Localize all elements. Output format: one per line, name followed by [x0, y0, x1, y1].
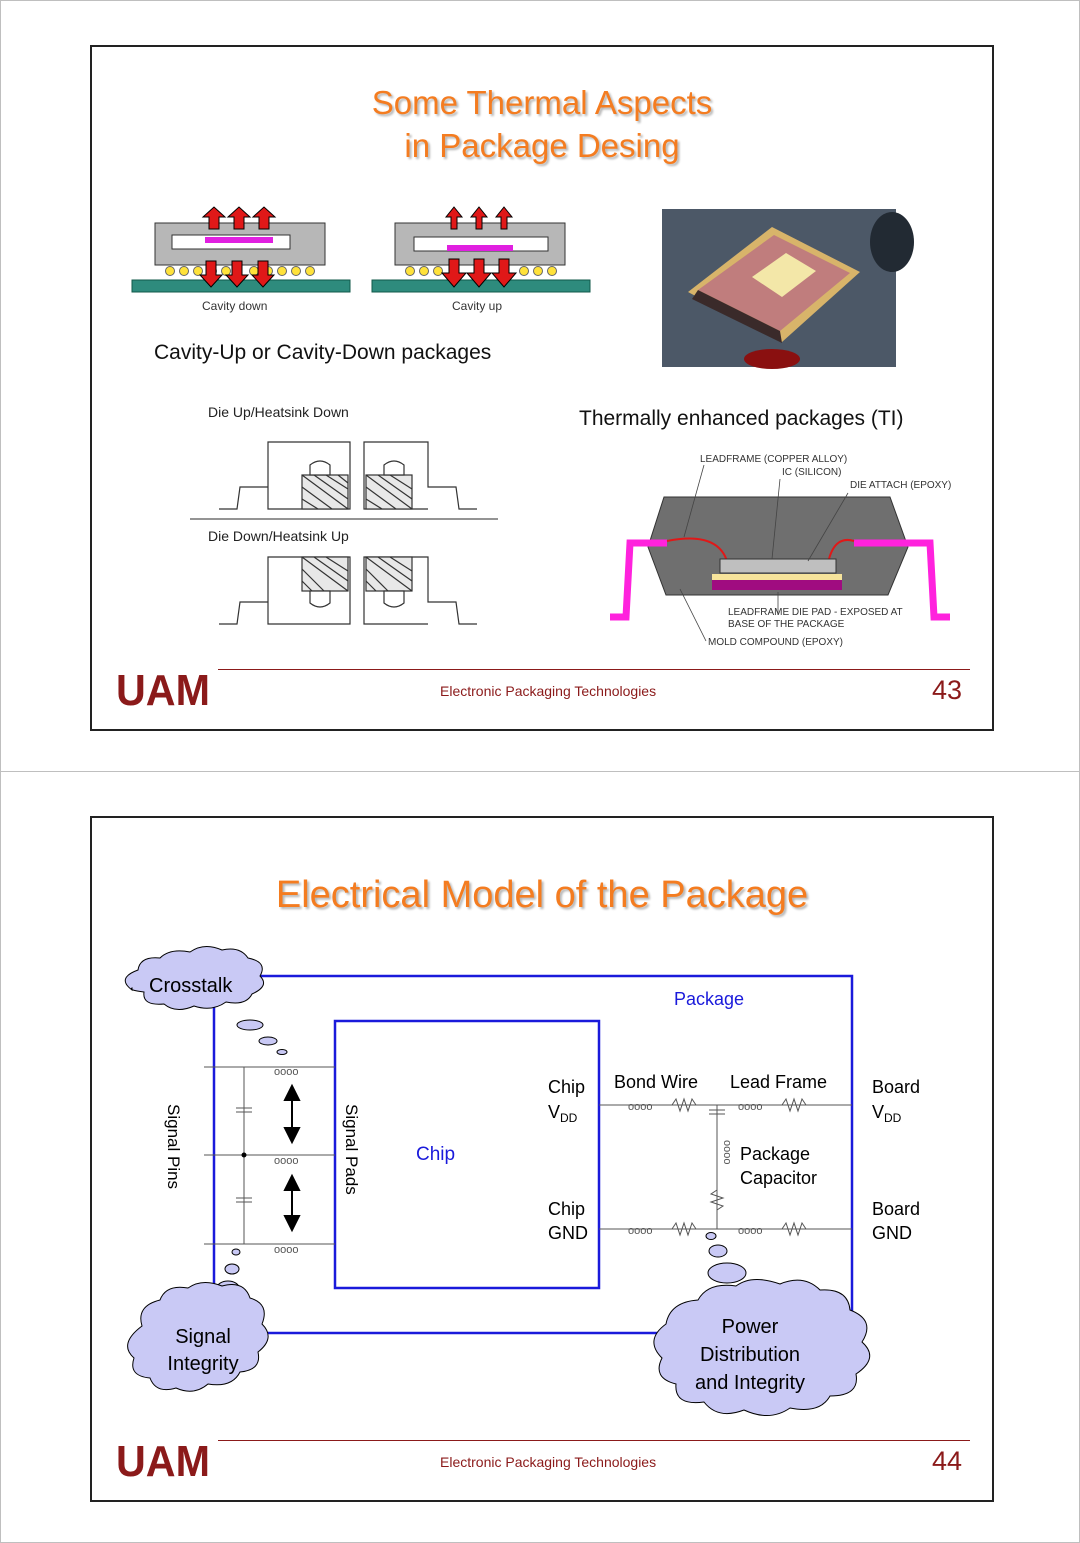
- power-lines: [599, 1104, 852, 1230]
- leadframe-label: LEADFRAME (COPPER ALLOY): [700, 454, 847, 465]
- signal-integrity-line1: Signal: [175, 1326, 231, 1348]
- power-inductor-glyphs: oooo oooo oooo oooo oooo: [628, 1101, 762, 1237]
- cavity-caption: Cavity-Up or Cavity-Down packages: [154, 341, 491, 364]
- inductor-glyphs: oooo oooo oooo: [274, 1066, 298, 1256]
- power-dist-line3: and Integrity: [695, 1372, 805, 1394]
- board-gnd-line1: Board: [872, 1199, 920, 1219]
- page-separator: [0, 771, 1080, 772]
- package-capacitor-line2: Capacitor: [740, 1168, 817, 1188]
- svg-text:oooo: oooo: [274, 1066, 298, 1078]
- svg-text:oooo: oooo: [738, 1101, 762, 1113]
- chip-vdd-line2: VDD: [548, 1102, 578, 1125]
- footer-line: [218, 1440, 970, 1441]
- svg-text:oooo: oooo: [628, 1101, 652, 1113]
- die-attach-label: DIE ATTACH (EPOXY): [850, 480, 951, 491]
- crosstalk-arrows: [283, 1083, 301, 1233]
- resistor-glyphs: [671, 1097, 807, 1237]
- crosstalk-label: Crosstalk: [149, 975, 233, 997]
- board-vdd-line2: VDD: [872, 1102, 902, 1125]
- lead-frame-label: Lead Frame: [730, 1072, 827, 1092]
- mold-label: MOLD COMPOUND (EPOXY): [708, 637, 843, 648]
- page-number: 43: [931, 675, 962, 705]
- cavity-down-label: Cavity down: [202, 299, 267, 313]
- thought-bubbles: [216, 1019, 747, 1296]
- thermally-caption: Thermally enhanced packages (TI): [579, 407, 904, 430]
- signal-integrity-cloud: [127, 1282, 269, 1392]
- signal-pads-label: Signal Pads: [342, 1104, 361, 1195]
- title-line-2: in Package Desing: [404, 127, 680, 164]
- chip-outline: [333, 1019, 601, 1290]
- die-up-label: Die Up/Heatsink Down: [208, 404, 349, 420]
- cavity-down-diagram: [131, 206, 351, 293]
- uam-logo: UAM: [116, 1437, 210, 1482]
- svg-text:oooo: oooo: [738, 1225, 762, 1237]
- svg-text:oooo: oooo: [274, 1155, 298, 1167]
- slide-43: Some Thermal Aspects in Package Desing: [90, 45, 994, 731]
- chip-gnd-line1: Chip: [548, 1199, 585, 1219]
- cavity-up-label: Cavity up: [452, 299, 502, 313]
- board-gnd-line2: GND: [872, 1223, 912, 1243]
- chip-label: Chip: [416, 1144, 455, 1165]
- title-line-1: Some Thermal Aspects: [371, 84, 713, 121]
- svg-text:oooo: oooo: [274, 1244, 298, 1256]
- footer-text: Electronic Packaging Technologies: [440, 1454, 657, 1470]
- ti-package-cross-section: [610, 464, 950, 642]
- package-capacitor-line1: Package: [740, 1144, 810, 1164]
- power-dist-line2: Distribution: [700, 1344, 800, 1366]
- slide-43-graphics: Cavity down Cavity up Cavity-Up or Cavit…: [131, 206, 951, 648]
- die-down-diagram: [219, 556, 477, 625]
- power-distribution-cloud: [653, 1279, 871, 1416]
- svg-text:oooo: oooo: [721, 1140, 733, 1164]
- die-pad-label-1: LEADFRAME DIE PAD - EXPOSED AT: [728, 607, 903, 618]
- crosstalk-cloud: [124, 946, 265, 1010]
- chip-vdd-line1: Chip: [548, 1077, 585, 1097]
- footer-text: Electronic Packaging Technologies: [440, 683, 657, 699]
- die-up-diagram: [190, 441, 498, 520]
- slide-44: Electrical Model of the Package oooo ooo…: [90, 816, 994, 1502]
- cavity-up-diagram: [371, 206, 591, 293]
- power-dist-line1: Power: [722, 1316, 779, 1338]
- page-number: 44: [931, 1446, 962, 1476]
- ic-label: IC (SILICON): [782, 467, 841, 478]
- svg-text:UAM: UAM: [116, 666, 210, 711]
- board-vdd-line1: Board: [872, 1077, 920, 1097]
- signal-lines: [204, 1066, 335, 1245]
- footer-line: [218, 669, 970, 670]
- package-photo: [662, 209, 914, 369]
- signal-integrity-line2: Integrity: [167, 1353, 238, 1375]
- slide-title: Some Thermal Aspects in Package Desing: [92, 81, 992, 167]
- signal-pins-label: Signal Pins: [164, 1104, 183, 1189]
- uam-logo: UAM: [116, 666, 210, 711]
- die-down-label: Die Down/Heatsink Up: [208, 528, 349, 544]
- slide-44-graphics: oooo oooo oooo oooo oooo oooo oooo oooo: [124, 946, 920, 1416]
- package-label: Package: [674, 989, 744, 1009]
- slide-title: Electrical Model of the Package: [275, 874, 809, 916]
- chip-gnd-line2: GND: [548, 1223, 588, 1243]
- svg-text:UAM: UAM: [116, 1437, 210, 1482]
- svg-text:oooo: oooo: [628, 1225, 652, 1237]
- die-pad-label-2: BASE OF THE PACKAGE: [728, 619, 845, 630]
- bond-wire-label: Bond Wire: [614, 1072, 698, 1092]
